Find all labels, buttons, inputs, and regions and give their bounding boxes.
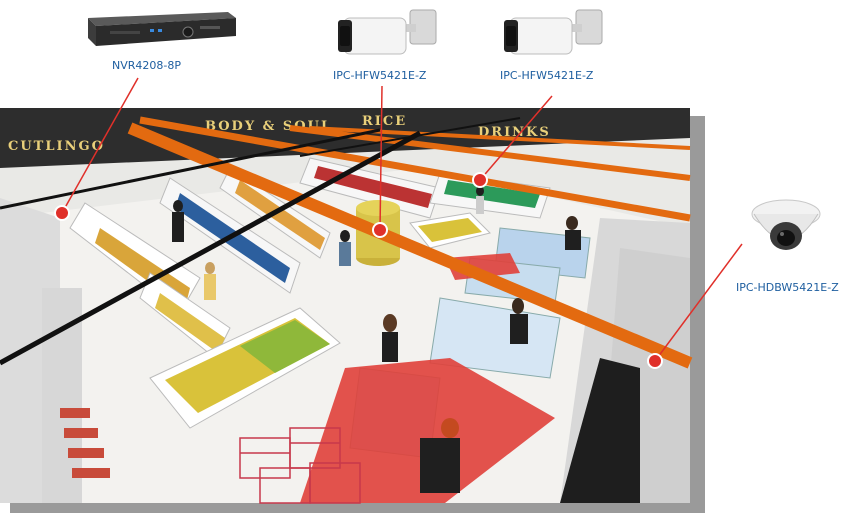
cable-orange-3 [289,125,691,181]
bullet-camera-icon [336,8,440,62]
nvr-label: NVR4208-8P [112,59,181,72]
marker-bullet-camera-2 [472,172,488,188]
cable-orange-1 [127,122,693,369]
cable-black-3 [299,117,521,157]
connector-bullet-camera-1 [379,85,383,231]
dome-camera-label: IPC-HDBW5421E-Z [736,281,839,294]
dome-camera-icon [750,192,822,262]
marker-bullet-camera-1 [372,222,388,238]
bullet-camera-icon [502,8,606,62]
nvr-recorder-icon [80,4,240,54]
cable-orange-2 [139,116,691,222]
bullet-camera-2-label: IPC-HFW5421E-Z [500,69,594,82]
cable-black-2 [0,128,381,210]
bullet-camera-1-label: IPC-HFW5421E-Z [333,69,427,82]
connector-bullet-camera-2 [479,95,553,181]
connector-dome-camera [654,243,743,362]
marker-dome-camera [647,353,663,369]
store-sign-1: CUTLINGO [8,139,105,154]
supermarket-scene: CUTLINGO BODY & SOUL RICE DRINKS [0,108,705,513]
marker-nvr [54,205,70,221]
store-sign-3: RICE [362,114,407,129]
cable-black-1 [0,130,422,366]
connector-nvr [61,77,139,214]
